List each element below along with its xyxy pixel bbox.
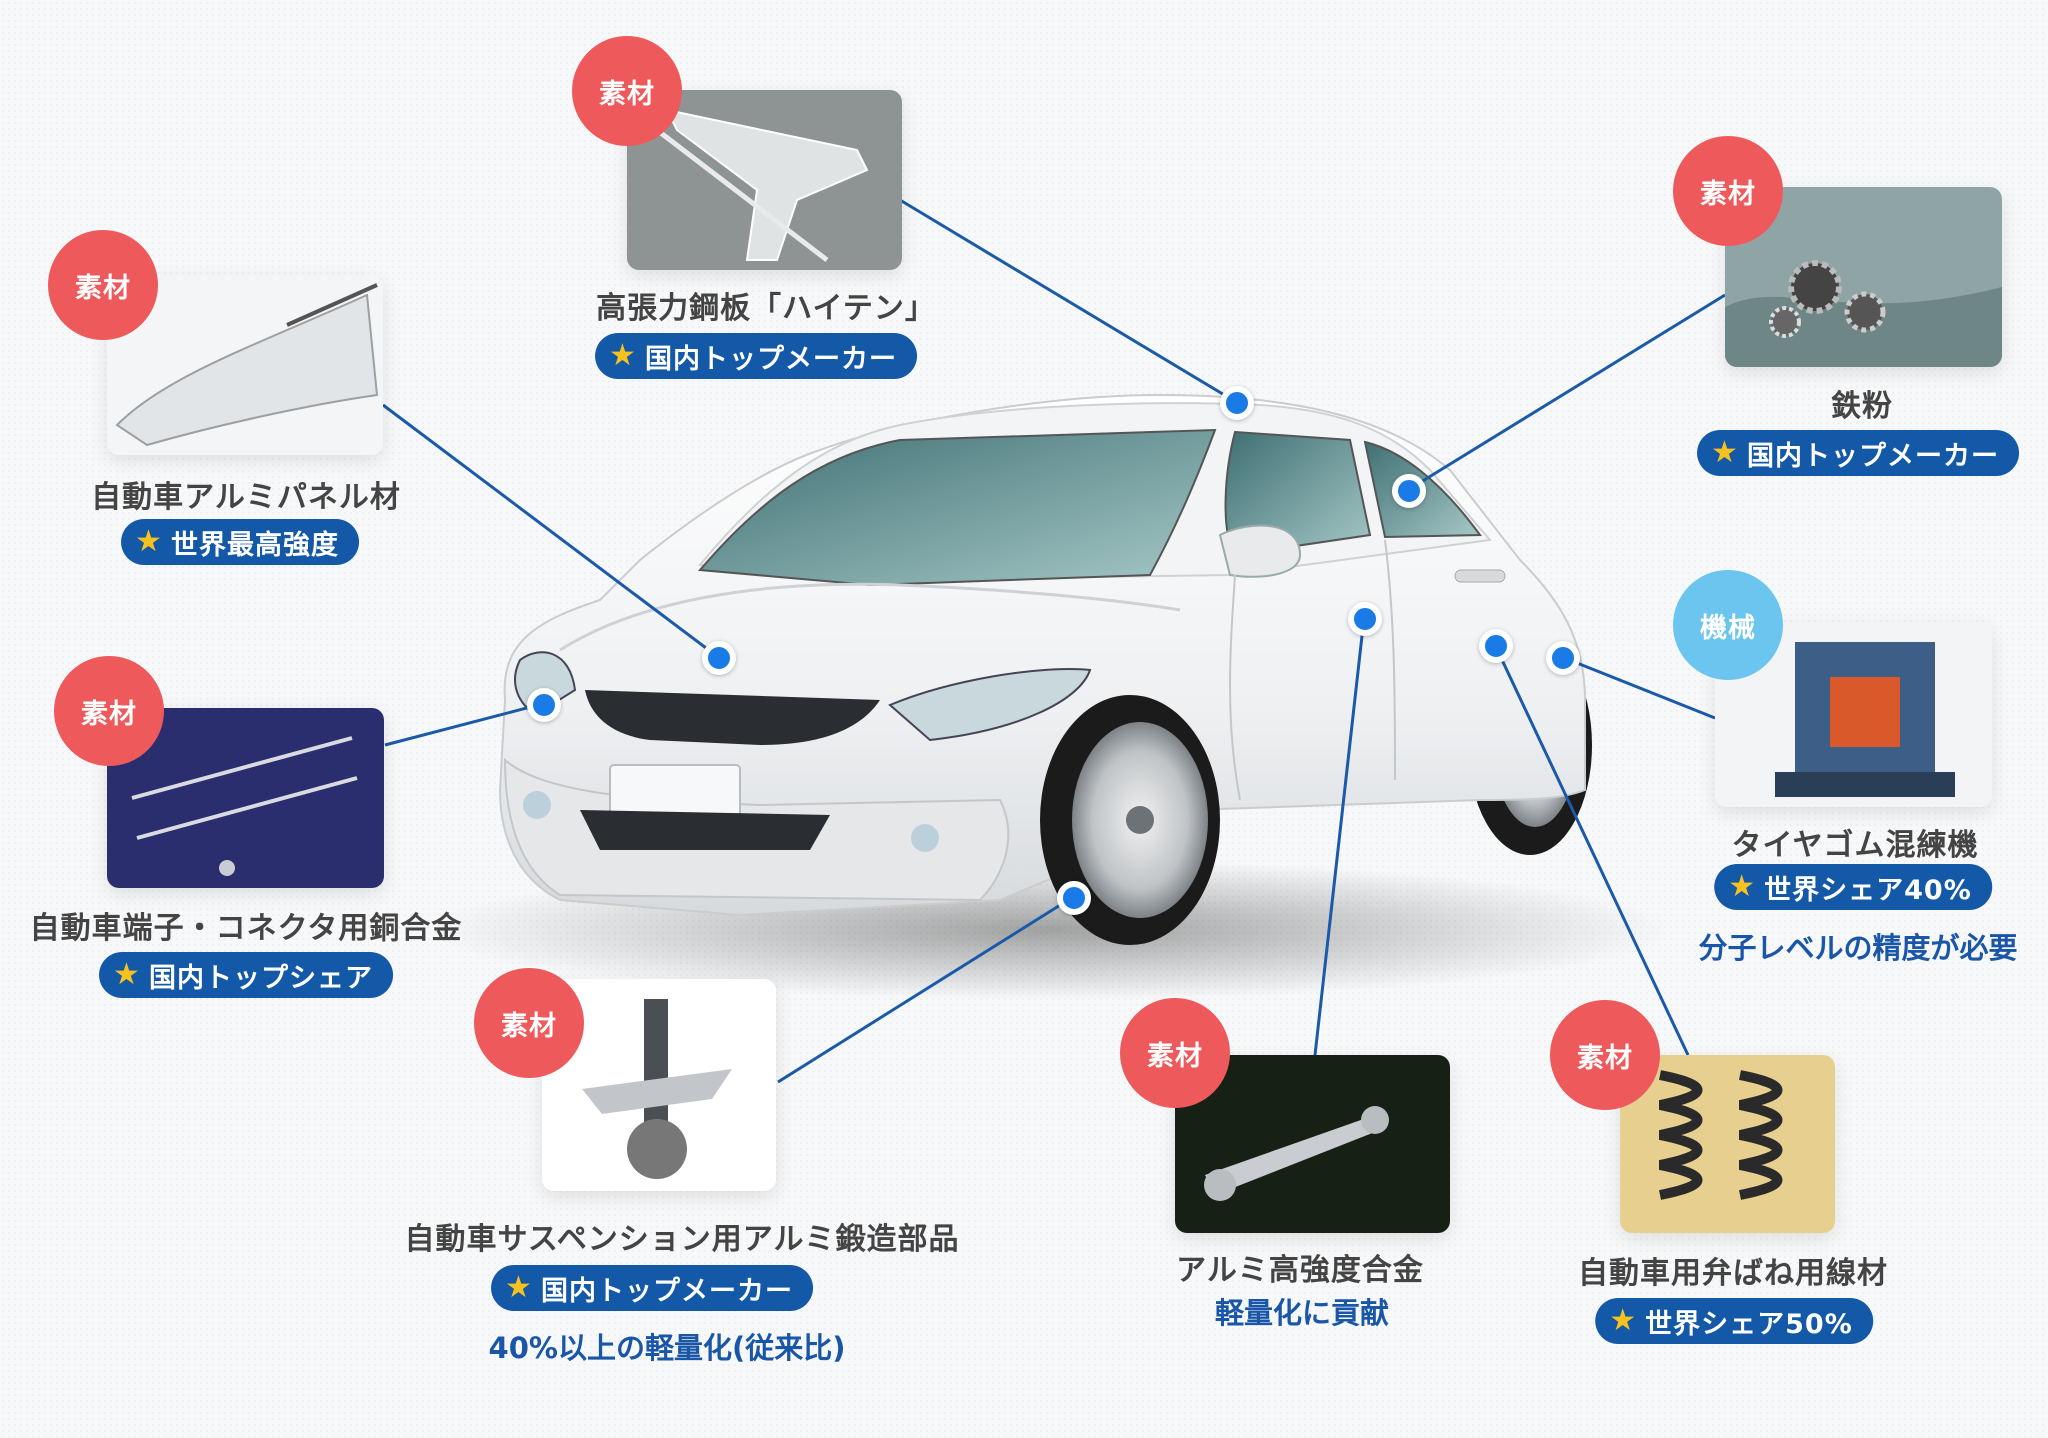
aluminum-bar-icon [1175, 1055, 1450, 1233]
rubber-mixer-machine-icon [1715, 622, 1992, 807]
item-name: 鉄粉 [1831, 389, 1893, 424]
item-badge: ★世界シェア40% [1714, 864, 1992, 910]
connection-dot [702, 641, 736, 675]
material-tag: 素材 [474, 968, 584, 1078]
star-icon: ★ [1728, 869, 1757, 904]
connection-dot [1220, 386, 1254, 420]
item-badge: ★世界シェア50% [1595, 1298, 1873, 1344]
star-icon: ★ [113, 957, 141, 992]
item-name: 自動車サスペンション用アルミ鍛造部品 [404, 1222, 960, 1257]
material-tag: 素材 [48, 230, 158, 340]
material-tag: 素材 [1120, 998, 1230, 1108]
material-tag: 素材 [54, 656, 164, 766]
item-note: 40%以上の軽量化(従来比) [488, 1331, 846, 1365]
item-name: 自動車端子・コネクタ用銅合金 [29, 911, 463, 946]
star-icon: ★ [609, 338, 637, 373]
connection-dot [1057, 881, 1091, 915]
item-name: 高張力鋼板「ハイテン」 [596, 291, 936, 326]
item-badge: ★国内トップメーカー [595, 333, 917, 379]
valve-springs-icon [1620, 1055, 1835, 1233]
connection-dot [527, 688, 561, 722]
item-name: アルミ高強度合金 [1176, 1253, 1424, 1288]
item-badge: ★世界最高強度 [121, 519, 359, 565]
material-tag: 素材 [1550, 1000, 1660, 1110]
connector-terminals-icon [107, 708, 384, 888]
star-icon: ★ [1711, 435, 1739, 470]
material-tag: 素材 [572, 36, 682, 146]
material-tag: 素材 [1673, 136, 1783, 246]
connection-dot [1479, 629, 1513, 663]
item-name: タイヤゴム混練機 [1731, 828, 1979, 863]
car-hood-panel-icon [107, 275, 383, 455]
item-note: 軽量化に貢献 [1214, 1296, 1390, 1330]
item-note: 分子レベルの精度が必要 [1698, 931, 2018, 965]
item-badge: ★国内トップシェア [99, 952, 393, 998]
machine-tag: 機械 [1673, 570, 1783, 680]
connection-dot [1348, 602, 1382, 636]
item-name: 自動車用弁ばね用線材 [1578, 1256, 1888, 1291]
star-icon: ★ [135, 524, 163, 559]
connection-dot [1546, 641, 1580, 675]
star-icon: ★ [505, 1270, 533, 1305]
item-badge: ★国内トップメーカー [491, 1265, 813, 1311]
star-icon: ★ [1609, 1303, 1638, 1338]
connection-dot [1392, 474, 1426, 508]
item-badge: ★国内トップメーカー [1697, 430, 2019, 476]
item-name: 自動車アルミパネル材 [91, 480, 401, 515]
